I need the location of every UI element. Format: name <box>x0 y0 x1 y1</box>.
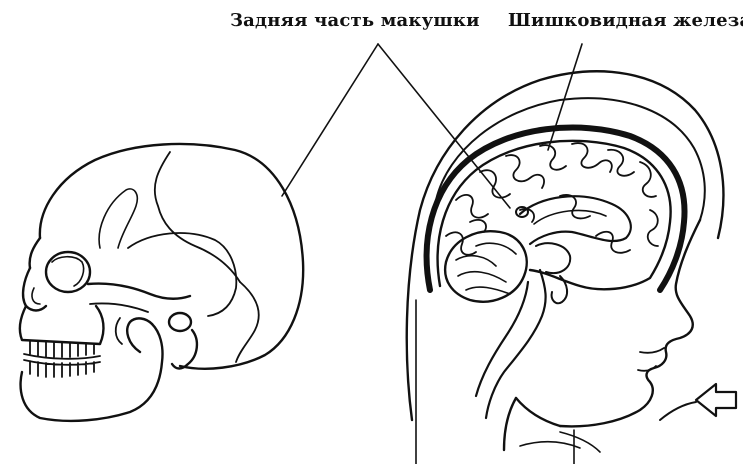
skull-squamous-suture <box>128 233 236 316</box>
label-crown-back: Задняя часть макушки <box>230 10 480 31</box>
skull-mandible-ramus <box>127 318 152 352</box>
skull-nasal <box>23 268 46 311</box>
brain-brainstem <box>486 270 546 418</box>
skull-mandible <box>21 324 163 421</box>
head-jaw <box>516 398 560 426</box>
skull-coronoid <box>116 318 122 344</box>
skull-ear-canal <box>169 313 191 331</box>
label-pineal-gland: Шишковидная железа <box>508 10 743 31</box>
direction-arrow <box>696 384 736 416</box>
skull-temporal-line <box>99 189 137 248</box>
brain-corpus-callosum-inner <box>534 210 606 224</box>
skull-orbit-inner <box>52 257 84 286</box>
skull-cranium-outline <box>40 144 303 369</box>
skull-drawing <box>20 144 303 421</box>
brain-cerebellum-folds <box>456 243 516 294</box>
head-lips <box>638 348 664 371</box>
skull-brow <box>30 238 40 268</box>
skull-zygomatic-arch <box>88 283 190 298</box>
brain-thalamus <box>536 243 570 273</box>
skull-coronal-suture <box>155 152 240 282</box>
skull-nasal-cavity <box>32 288 40 304</box>
direction-arrow-shaft <box>660 402 696 420</box>
skull-lambdoid-suture <box>236 282 259 362</box>
skull-upper-teeth <box>22 340 100 359</box>
leader-line-pineal <box>548 44 582 150</box>
head-neck-lines <box>520 432 600 452</box>
leader-lines <box>282 44 582 464</box>
skull-lower-teeth <box>24 360 100 377</box>
leader-line-skull <box>282 44 378 196</box>
head-neck-front <box>504 398 516 450</box>
skull-mastoid <box>172 330 197 369</box>
skull-maxilla <box>20 306 104 344</box>
brain-cerebellum <box>445 231 527 301</box>
